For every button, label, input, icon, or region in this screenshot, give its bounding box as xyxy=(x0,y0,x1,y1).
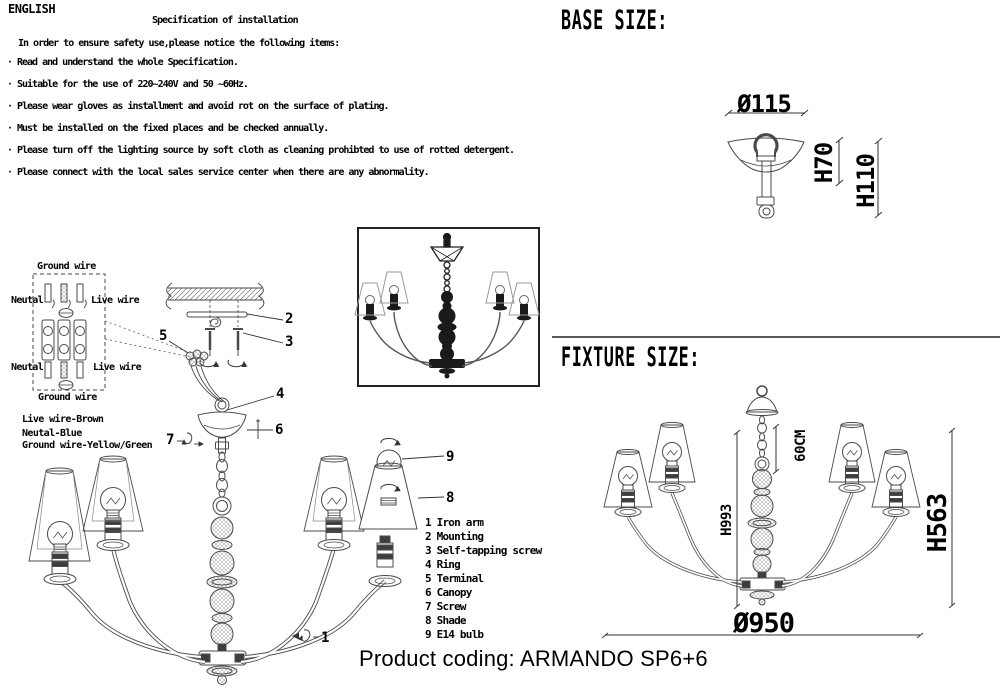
candle-left-outer xyxy=(43,521,77,585)
list-item: 9 E14 bulb xyxy=(425,628,484,641)
crystal-column xyxy=(206,516,238,646)
list-item: 6 Canopy xyxy=(425,586,472,599)
list-item: 2 Mounting xyxy=(425,530,484,543)
self-tapping-screws xyxy=(205,328,243,356)
fixture-chain-length-label: 60CM xyxy=(793,430,809,462)
list-item: 5 Terminal xyxy=(425,572,484,585)
wiring-live-bottom-label: Live wire xyxy=(93,362,142,373)
list-item: 8 Shade xyxy=(425,614,467,627)
fixture-h563-label: H563 xyxy=(923,493,953,553)
terminal-connector xyxy=(185,349,209,367)
rotate-arrow-icon xyxy=(199,359,248,368)
callout-3: 3 xyxy=(285,334,294,350)
candle-left-inner xyxy=(96,487,130,551)
wiring-leader-lines xyxy=(104,320,191,358)
spec-bullet: Please turn off the lighting source by s… xyxy=(7,145,515,156)
fixture-diameter-label: Ø950 xyxy=(733,608,795,639)
base-diameter-label: Ø115 xyxy=(737,90,792,118)
spec-bullet: Suitable for the use of 220~240V and 50 … xyxy=(7,79,249,90)
lead-wires xyxy=(190,365,226,403)
base-size-heading: BASE SIZE: xyxy=(561,5,668,36)
callout-4: 4 xyxy=(276,386,285,402)
callout-9: 9 xyxy=(446,449,455,465)
callout-6: 6 xyxy=(275,422,284,438)
fixture-size-drawing xyxy=(601,385,956,639)
mounting-bracket xyxy=(186,311,248,328)
wiring-legend-ground: Ground wire-Yellow/Green xyxy=(22,440,153,451)
spec-intro: In order to ensure safety use,please not… xyxy=(18,38,340,49)
wiring-neutral-top-label: Neutal xyxy=(11,295,44,306)
exploded-shade xyxy=(358,462,418,530)
wiring-live-top-label: Live wire xyxy=(91,295,140,306)
ceiling xyxy=(165,282,265,310)
product-coding: Product coding: ARMANDO SP6+6 xyxy=(359,646,708,671)
shade-right-inner xyxy=(303,455,365,532)
wiring-legend-neutral: Neutal-Blue xyxy=(22,428,82,439)
bare-socket xyxy=(368,535,402,587)
callout-7: 7 xyxy=(166,432,175,448)
list-item: 4 Ring xyxy=(425,558,461,571)
shades xyxy=(28,455,365,562)
wiring-ground-bottom-label: Ground wire xyxy=(38,392,97,403)
shade-left-outer xyxy=(28,467,91,562)
fixture-h993-label: H993 xyxy=(719,504,735,536)
list-item: 7 Screw xyxy=(425,600,467,613)
wiring-legend-live: Live wire-Brown xyxy=(22,414,104,425)
language-label: ENGLISH xyxy=(8,2,56,16)
spec-title: Specification of installation xyxy=(152,15,299,26)
callout-leader-lines xyxy=(168,313,445,499)
spec-bullet: Please connect with the local sales serv… xyxy=(7,167,430,178)
list-item: 1 Iron arm xyxy=(425,516,484,529)
callout-2: 2 xyxy=(285,311,294,327)
spec-bullet: Must be installed on the fixed places an… xyxy=(7,123,329,134)
callout-1: 1 xyxy=(321,630,330,646)
arm-hub xyxy=(198,643,247,685)
base-h70-label: H70 xyxy=(810,142,838,184)
wiring-diagram xyxy=(32,273,106,391)
wiring-neutral-bottom-label: Neutal xyxy=(11,362,44,373)
dimension-lines xyxy=(601,423,956,639)
chain xyxy=(212,451,232,516)
stem-and-screw xyxy=(215,437,229,454)
shade-left-inner xyxy=(82,455,144,532)
fixture-size-heading: FIXTURE SIZE: xyxy=(561,342,701,373)
inset-thumbnail xyxy=(354,227,540,387)
callout-5: 5 xyxy=(159,328,168,344)
candle-right-inner xyxy=(317,487,351,551)
callout-8: 8 xyxy=(446,490,455,506)
spec-bullet: Read and understand the whole Specificat… xyxy=(7,57,239,68)
iron-arms xyxy=(58,547,387,664)
list-item: 3 Self-tapping screw xyxy=(425,544,542,557)
base-size-drawing xyxy=(724,109,883,219)
callout-one-glyphs xyxy=(292,629,319,642)
parts-list: 1 Iron arm 2 Mounting 3 Self-tapping scr… xyxy=(425,516,542,642)
spec-bullet: Please wear gloves as installment and av… xyxy=(7,101,390,112)
wiring-ground-top-label: Ground wire xyxy=(37,261,96,272)
installation-diagram xyxy=(28,282,445,685)
base-h110-label: H110 xyxy=(852,154,880,208)
canopy xyxy=(197,411,247,438)
